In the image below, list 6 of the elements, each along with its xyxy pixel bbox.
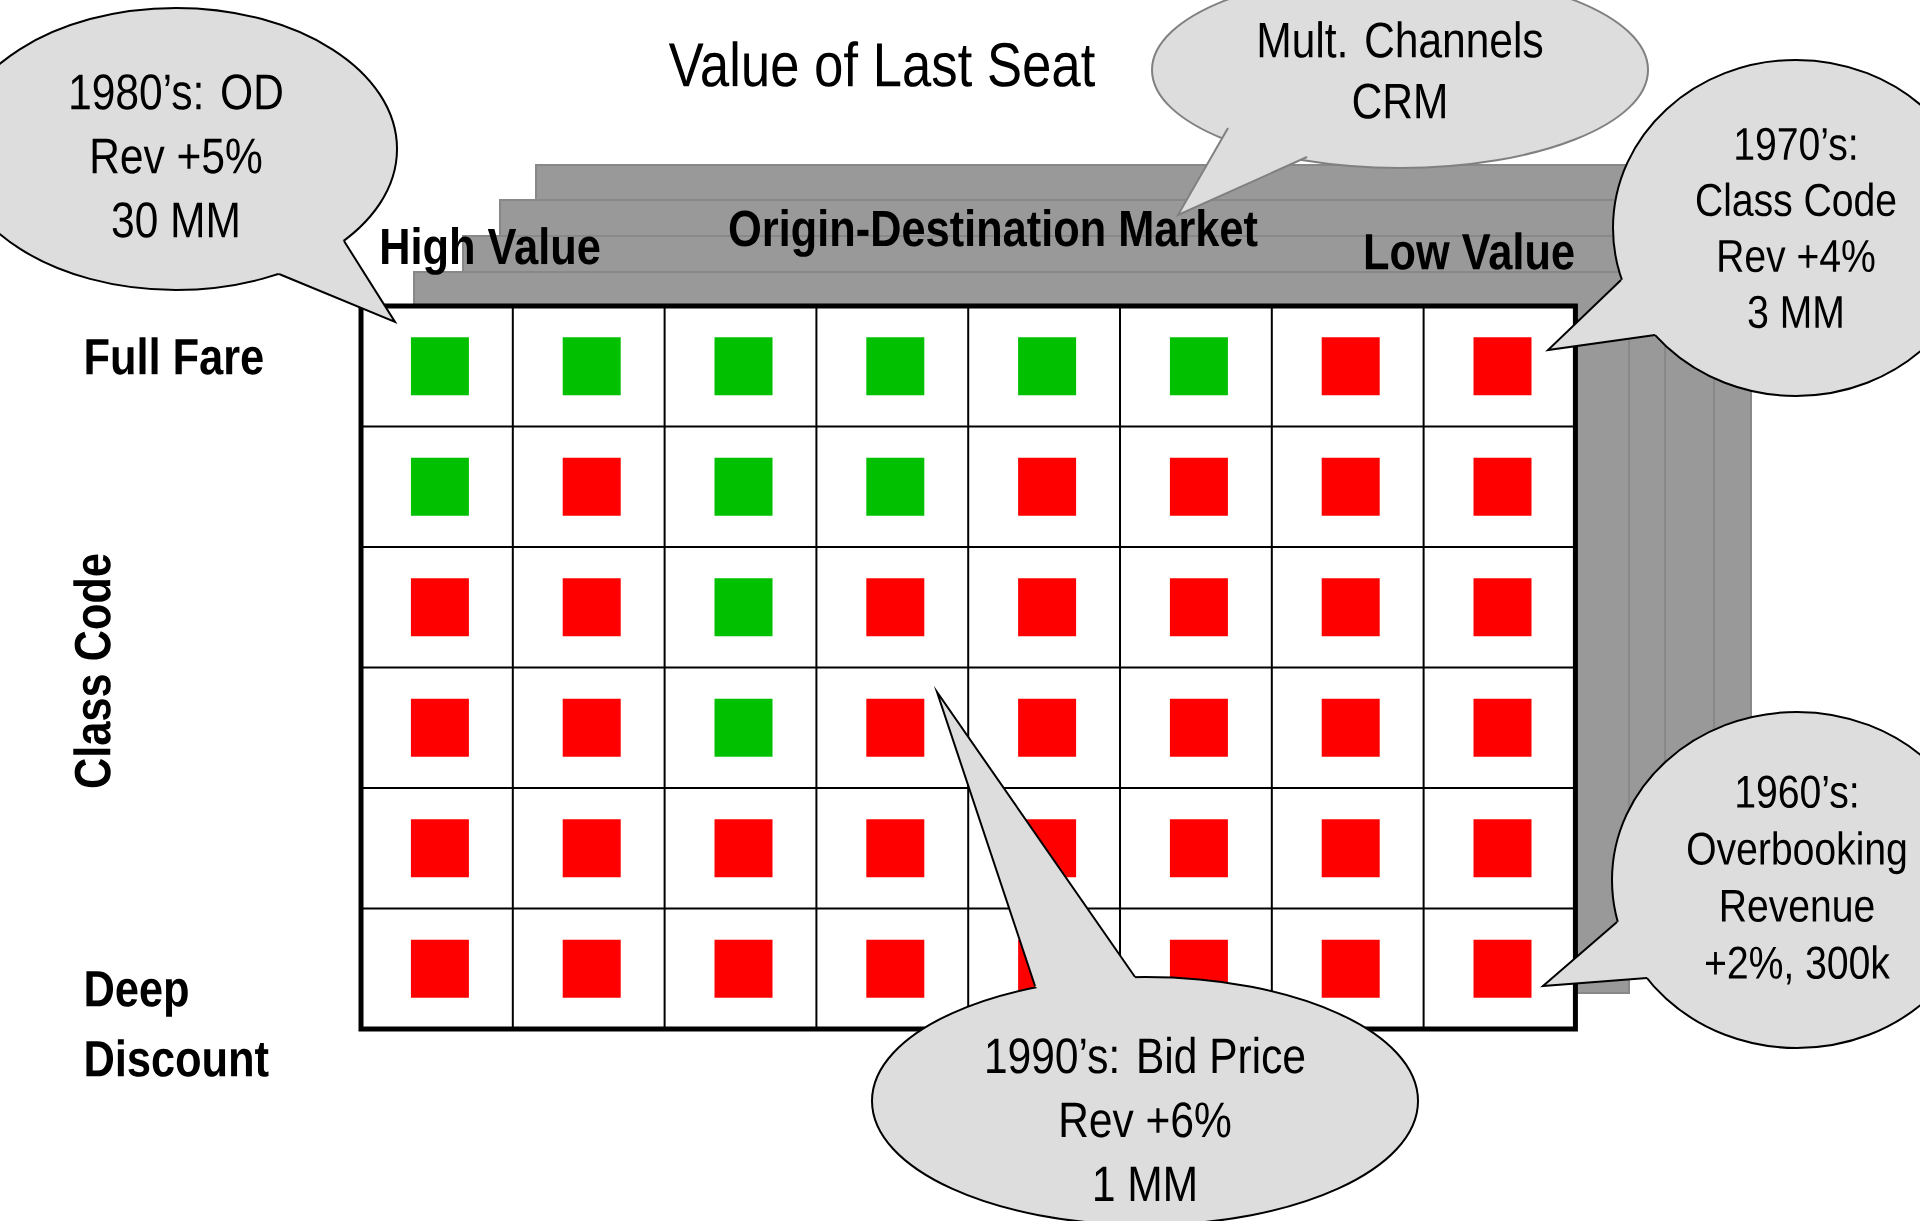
row-label: Full Fare	[86, 337, 263, 375]
title: Value of Last Seat	[668, 41, 1095, 87]
speech-bubble: 1960’s: Overbooking Revenue +2%, 300k	[1540, 711, 1920, 1049]
axis-label: Class Code	[73, 554, 111, 788]
row-label: Deep Discount	[86, 971, 269, 1077]
speech-bubble: 1990’s: Bid Price Rev +6% 1 MM	[871, 685, 1419, 1221]
